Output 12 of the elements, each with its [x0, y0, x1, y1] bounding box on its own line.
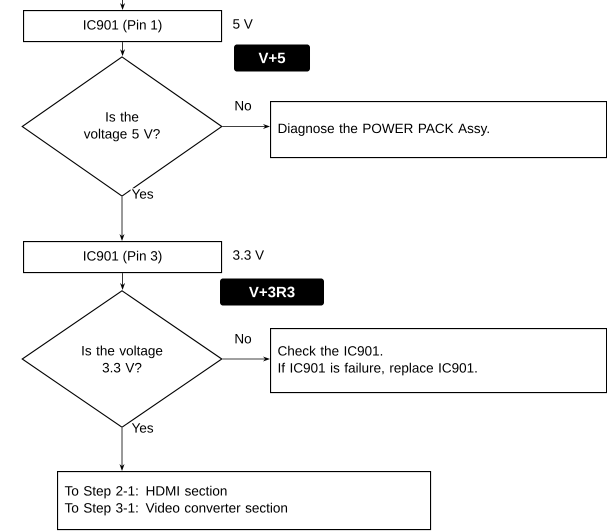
process-box: IC901 (Pin 3)	[23, 241, 222, 274]
process-box: Diagnose the POWER PACK Assy.	[270, 101, 607, 158]
process-box: To Step 2-1: HDMI section To Step 3-1: Video converter section	[57, 471, 432, 530]
process-box: IC901 (Pin 1)	[23, 10, 222, 42]
process-box: Check the IC901. If IC901 is failure, replace IC901.	[270, 328, 607, 394]
edge-label: No	[233, 100, 253, 112]
edge-label: Yes	[130, 188, 155, 200]
voltage-badge: V+5	[234, 44, 310, 72]
edge-label: No	[233, 333, 253, 344]
voltage-value: 3.3 V	[233, 250, 264, 260]
voltage-badge: V+3R3	[220, 278, 324, 306]
voltage-value: 5 V	[233, 19, 253, 29]
